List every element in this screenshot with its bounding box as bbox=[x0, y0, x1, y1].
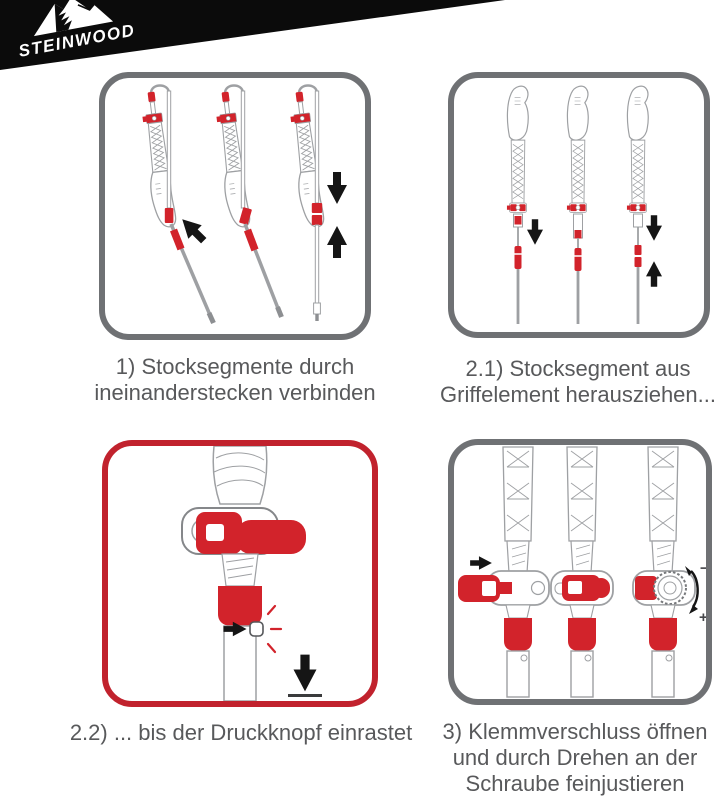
caption-line: 2.2) ... bis der Druckknopf einrastet bbox=[69, 720, 413, 745]
lower-shaft bbox=[506, 650, 530, 698]
pole-grip bbox=[626, 85, 649, 213]
rubber-sleeve bbox=[649, 618, 677, 651]
caption-step-2-2: 2.2) ... bis der Druckknopf einrastet bbox=[56, 720, 426, 746]
folded-pole-2 bbox=[212, 84, 284, 318]
clamp-adjust-screw: − + bbox=[632, 446, 706, 698]
arrow-right-icon bbox=[470, 556, 492, 570]
lower-shaft bbox=[651, 650, 675, 698]
push-button bbox=[249, 621, 264, 637]
push-button bbox=[584, 654, 592, 662]
step4-illustration: − + bbox=[458, 446, 706, 698]
folded-pole-1 bbox=[138, 84, 216, 325]
panel-step-2-1 bbox=[448, 72, 710, 338]
segment-collar bbox=[170, 228, 185, 251]
grip-shaft bbox=[647, 446, 679, 574]
segment-connector bbox=[239, 207, 252, 225]
segment-collar bbox=[243, 228, 259, 252]
caption-step-1: 1) Stocksegmente durch ineinanderstecken… bbox=[75, 354, 395, 406]
panel-step-1 bbox=[99, 72, 371, 340]
upper-segment bbox=[314, 90, 320, 204]
arrow-baseline bbox=[288, 694, 322, 697]
caption-line: Schraube feinjustieren bbox=[465, 771, 685, 796]
clamp-closed bbox=[550, 446, 614, 698]
grip-lower-shaft bbox=[212, 446, 268, 505]
caption-line: 2.1) Stocksegment aus bbox=[465, 356, 691, 381]
clamp-lever-closed bbox=[562, 575, 610, 601]
assembled-pole bbox=[286, 84, 347, 321]
joint-band-upper bbox=[634, 245, 642, 255]
step1-illustration bbox=[138, 84, 347, 325]
segment-collar bbox=[574, 248, 582, 271]
pole-tip bbox=[315, 314, 319, 321]
lower-segment bbox=[314, 224, 320, 304]
rubber-sleeve bbox=[218, 586, 262, 626]
upper-segment bbox=[240, 90, 246, 209]
arrow-down-icon bbox=[527, 219, 543, 245]
grip-shaft bbox=[502, 446, 534, 574]
clamp-hinge bbox=[530, 580, 546, 596]
joint-band-lower bbox=[634, 257, 642, 267]
lock-button-band bbox=[574, 230, 582, 239]
rubber-sleeve bbox=[568, 618, 596, 651]
clamp-lever-open bbox=[458, 575, 512, 602]
click-burst-icon bbox=[266, 604, 283, 654]
upright-pole-3 bbox=[626, 85, 662, 324]
push-button bbox=[520, 654, 528, 662]
lock-button-band bbox=[514, 216, 522, 225]
tip-basket bbox=[313, 302, 321, 315]
pole-tip bbox=[206, 311, 216, 325]
caption-line: 1) Stocksegmente durch bbox=[115, 354, 355, 379]
upright-pole-2 bbox=[566, 85, 589, 324]
caption-step-3: 3) Klemmverschluss öffnen und durch Dreh… bbox=[434, 719, 716, 797]
arrow-down-icon bbox=[646, 215, 662, 241]
step2-illustration bbox=[506, 85, 662, 324]
rubber-sleeve bbox=[504, 618, 532, 651]
arrow-down-icon bbox=[327, 172, 347, 204]
grip-neck bbox=[569, 604, 595, 619]
pole-grip bbox=[566, 85, 589, 213]
grip-shaft bbox=[566, 446, 598, 574]
push-button bbox=[665, 654, 673, 662]
mountain-icon bbox=[33, 0, 114, 37]
upright-pole-1 bbox=[506, 85, 543, 324]
panel-step-2-2 bbox=[102, 440, 378, 707]
caption-line: Griffelement herausziehen... bbox=[440, 382, 716, 407]
rotate-arrow-icon bbox=[685, 566, 699, 614]
pole-grip bbox=[506, 85, 529, 213]
caption-step-2-1: 2.1) Stocksegment aus Griffelement herau… bbox=[430, 356, 720, 408]
adjust-minus-label: − bbox=[700, 560, 706, 577]
pole-tip bbox=[275, 306, 284, 318]
segment-collar bbox=[514, 246, 522, 269]
clamp-lever bbox=[196, 512, 306, 554]
arrow-up-icon bbox=[646, 261, 662, 287]
brand-logo: STEINWOOD bbox=[10, 0, 148, 62]
step3-closeup-illustration bbox=[181, 446, 322, 701]
arrow-up-icon bbox=[327, 226, 347, 258]
caption-line: und durch Drehen an der bbox=[452, 745, 698, 770]
lower-shaft bbox=[223, 625, 257, 701]
panel-step-3: − + bbox=[448, 439, 712, 705]
adjustment-screw bbox=[653, 571, 687, 605]
joint-band-upper bbox=[311, 203, 323, 213]
grip-neck bbox=[505, 604, 531, 619]
upper-segment bbox=[166, 90, 172, 209]
segment-sleeve bbox=[633, 213, 643, 228]
grip-neck bbox=[650, 604, 676, 619]
lower-shaft bbox=[570, 650, 594, 698]
clamp-lever-side bbox=[635, 576, 657, 600]
joint-band-lower bbox=[311, 215, 323, 225]
caption-line: ineinanderstecken verbinden bbox=[94, 380, 376, 405]
arrow-down-icon bbox=[293, 654, 317, 692]
caption-line: 3) Klemmverschluss öffnen bbox=[442, 719, 708, 744]
clamp-open bbox=[458, 446, 550, 698]
adjust-plus-label: + bbox=[699, 609, 706, 626]
segment-connector bbox=[164, 208, 174, 223]
